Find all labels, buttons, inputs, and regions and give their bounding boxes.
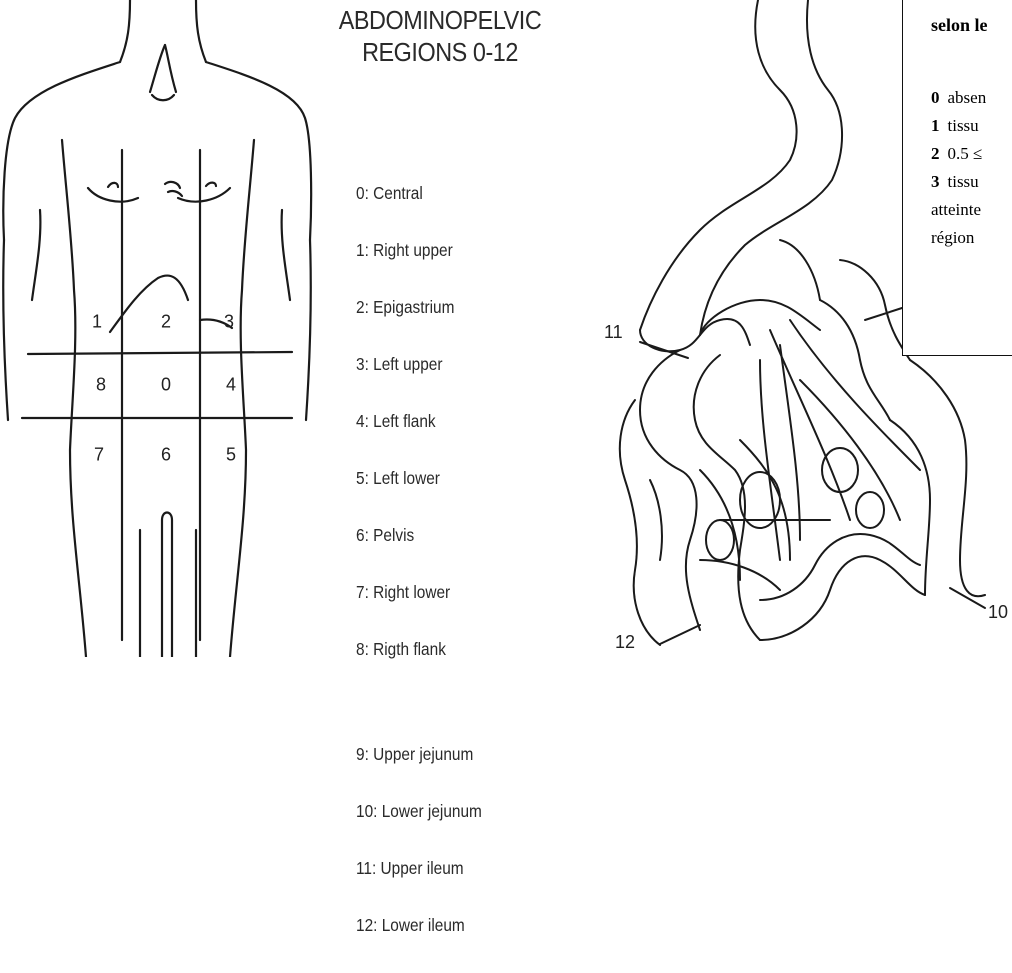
score-row-3-continuation-2: région [931,228,974,248]
scoring-box: selon le 0absen 1tissu 20.5 ≤ 3tissu att… [902,0,1012,356]
score-row-2: 20.5 ≤ [931,144,982,164]
score-row-1: 1tissu [931,116,979,136]
legend-item: 11: Upper ileum [356,859,482,878]
segment-label-11: 11 [604,322,623,343]
scoring-box-title: selon le [931,15,988,36]
score-row-0: 0absen [931,88,986,108]
small-bowel-drawing [0,0,1012,657]
legend-item: 10: Lower jejunum [356,802,482,821]
abdominopelvic-figure: 1 2 3 8 0 4 7 6 5 ABDOMINOPELVIC REGIONS… [0,0,1012,657]
legend-item: 12: Lower ileum [356,916,482,935]
score-row-3: 3tissu [931,172,979,192]
score-row-3-continuation: atteinte [931,200,981,220]
legend-item: 9: Upper jejunum [356,745,482,764]
segment-label-10: 10 [988,602,1008,623]
segment-label-12: 12 [615,632,635,653]
